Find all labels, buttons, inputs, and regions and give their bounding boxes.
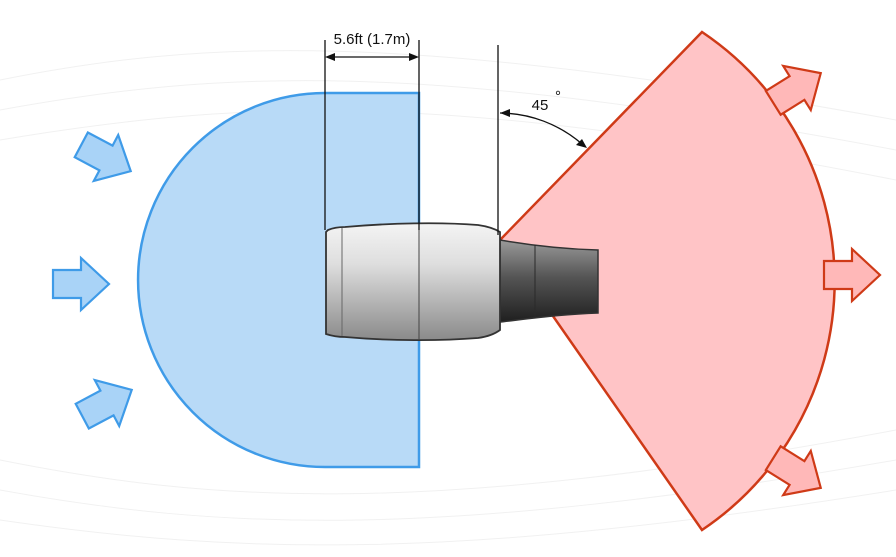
engine-nozzle — [499, 239, 599, 323]
dimension-lines — [324, 40, 499, 235]
angle-label: 45 — [532, 97, 549, 114]
jet-engine-icon — [325, 222, 599, 342]
intake-arrow-icon-middle — [51, 256, 111, 312]
engine-nacelle — [325, 222, 501, 342]
intake-arrow-icon-top — [67, 120, 145, 196]
dimension-label: 5.6ft (1.7m) — [334, 31, 411, 48]
angle-arc — [499, 112, 583, 145]
angle-arrowheads — [500, 109, 587, 148]
intake-hazard-zone — [136, 91, 421, 469]
dimension-arrowheads — [325, 53, 419, 61]
angle-degree-symbol: ° — [555, 88, 561, 105]
intake-arrow-icon-bottom — [68, 365, 146, 441]
